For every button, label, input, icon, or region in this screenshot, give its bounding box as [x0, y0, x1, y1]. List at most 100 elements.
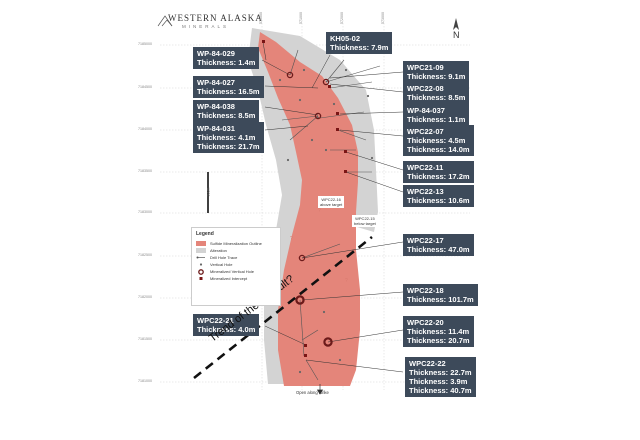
- legend-item-label: Drill Hole Trace: [210, 255, 238, 260]
- callout-hole-id: WPC22-13: [407, 187, 444, 196]
- callout-thickness: Thickness: 1.1m: [407, 115, 466, 124]
- legend-item-label: Sulfide Mineralization Outline: [210, 241, 262, 246]
- alteration-swatch-icon: [196, 248, 206, 253]
- northing-label: 7181000: [138, 379, 152, 383]
- legend-item: Vertical Hole: [196, 261, 280, 268]
- callout-hole-id: WPC22-18: [407, 286, 444, 295]
- legend-item-label: Mineralized Vertical Hole: [210, 269, 255, 274]
- callout-wpc22-18: WPC22-18 Thickness: 101.7m: [403, 284, 478, 306]
- callout-thickness: Thickness: 40.7m: [409, 386, 472, 395]
- legend-item: Alteration: [196, 247, 280, 254]
- callout-wp-84-037: WP-84-037 Thickness: 1.1m: [403, 104, 470, 126]
- easting-label: 570000: [259, 12, 263, 24]
- mineralized-vertical-hole-ring-icon: [196, 269, 206, 275]
- note-wpc22-15: WPC22-15 below target: [352, 215, 378, 227]
- callout-wpc22-11: WPC22-11 Thickness: 17.2m: [403, 161, 474, 183]
- callout-thickness: Thickness: 14.0m: [407, 145, 470, 154]
- legend-item: Mineralized Vertical Hole: [196, 268, 280, 275]
- callout-thickness: Thickness: 22.7m: [409, 368, 472, 377]
- north-label: N: [453, 30, 460, 40]
- callout-wpc22-07: WPC22-07 Thickness: 4.5m Thickness: 14.0…: [403, 125, 474, 156]
- legend-item: Mineralized Intercept: [196, 275, 280, 282]
- callout-hole-id: WP-84-029: [197, 49, 235, 58]
- callout-wpc21-09: WPC21-09 Thickness: 9.1m: [403, 61, 470, 83]
- svg-text:?: ?: [318, 208, 321, 214]
- callout-kh05-02: KH05-02 Thickness: 7.9m: [326, 32, 393, 54]
- mineralized-intercepts: [262, 40, 347, 357]
- legend-title: Legend: [196, 231, 214, 237]
- open-along-strike-label: Open along strike: [296, 390, 329, 395]
- callout-hole-id: WPC22-20: [407, 318, 444, 327]
- callout-hole-id: WPC22-21: [197, 316, 234, 325]
- callout-wp-84-038: WP-84-038 Thickness: 8.5m: [193, 100, 260, 122]
- uncertain-markers: ? ? ?: [290, 208, 348, 284]
- callout-wp-84-029: WP-84-029 Thickness: 1.4m: [193, 47, 260, 69]
- callout-thickness: Thickness: 8.5m: [407, 93, 466, 102]
- logo-mark: [157, 15, 173, 27]
- callout-wpc22-21: WPC22-21 Thickness: 4.0m: [193, 314, 260, 336]
- easting-label: 571000: [299, 12, 303, 24]
- callout-thickness: Thickness: 9.1m: [407, 72, 466, 81]
- legend: Legend Sulfide Mineralization Outline Al…: [191, 227, 281, 306]
- svg-text:?: ?: [290, 236, 293, 242]
- callout-thickness: Thickness: 4.0m: [197, 325, 256, 334]
- legend-item-label: Alteration: [210, 248, 227, 253]
- note-wpc22-16: WPC22-16 above target: [318, 196, 345, 208]
- callout-thickness: Thickness: 11.4m: [407, 327, 470, 336]
- legend-item: Sulfide Mineralization Outline: [196, 240, 280, 247]
- callout-thickness: Thickness: 4.5m: [407, 136, 466, 145]
- callout-thickness: Thickness: 20.7m: [407, 336, 470, 345]
- logo-title: WESTERN ALASKA: [168, 13, 263, 23]
- callout-hole-id: KH05-02: [330, 34, 361, 43]
- svg-text:?: ?: [345, 278, 348, 284]
- callout-hole-id: WP-84-037: [407, 106, 445, 115]
- legend-item-label: Mineralized Intercept: [210, 276, 248, 281]
- callout-wpc22-08: WPC22-08 Thickness: 8.5m: [403, 82, 470, 104]
- northing-label: 7184000: [138, 127, 152, 131]
- callout-thickness: Thickness: 17.2m: [407, 172, 470, 181]
- northing-label: 7183000: [138, 210, 152, 214]
- northing-label: 7184500: [138, 85, 152, 89]
- callout-leaders: [261, 41, 404, 373]
- legend-item-label: Vertical Hole: [210, 262, 233, 267]
- easting-label: 573000: [381, 12, 385, 24]
- callout-wp-84-031: WP-84-031 Thickness: 4.1m Thickness: 21.…: [193, 122, 264, 153]
- callout-hole-id: WP-84-038: [197, 102, 235, 111]
- callout-thickness: Thickness: 10.6m: [407, 196, 470, 205]
- callout-wpc22-20: WPC22-20 Thickness: 11.4m Thickness: 20.…: [403, 316, 474, 347]
- callout-hole-id: WPC22-17: [407, 236, 444, 245]
- legend-item: Drill Hole Trace: [196, 254, 280, 261]
- callout-wpc22-13: WPC22-13 Thickness: 10.6m: [403, 185, 474, 207]
- northing-label: 7181500: [138, 337, 152, 341]
- northing-label: 7185000: [138, 42, 152, 46]
- sulfide-swatch-icon: [196, 241, 206, 246]
- northing-label: 7182500: [138, 253, 152, 257]
- drill-hole-traces: [281, 49, 381, 381]
- callout-thickness: Thickness: 101.7m: [407, 295, 474, 304]
- callout-wp-84-027: WP-84-027 Thickness: 16.5m: [193, 76, 264, 98]
- north-arrow-icon: [453, 18, 459, 30]
- callout-hole-id: WPC21-09: [407, 63, 444, 72]
- callout-thickness: Thickness: 16.5m: [197, 87, 260, 96]
- callout-hole-id: WP-84-027: [197, 78, 235, 87]
- callout-thickness: Thickness: 8.5m: [197, 111, 256, 120]
- mineralized-vertical-holes: [286, 71, 333, 347]
- fault-trend-line: [193, 235, 373, 380]
- callout-wpc22-17: WPC22-17 Thickness: 47.0m: [403, 234, 474, 256]
- open-along-strike-arrow: [316, 384, 324, 395]
- easting-label: 572000: [340, 12, 344, 24]
- logo-subtitle: MINERALS: [182, 24, 230, 29]
- callout-hole-id: WP-84-031: [197, 124, 235, 133]
- scale-label: 500m: [206, 187, 211, 197]
- callout-thickness: Thickness: 21.7m: [197, 142, 260, 151]
- callout-wpc22-22: WPC22-22 Thickness: 22.7m Thickness: 3.9…: [405, 357, 476, 397]
- vertical-hole-dot-icon: [196, 262, 206, 267]
- callout-thickness: Thickness: 1.4m: [197, 58, 256, 67]
- callout-thickness: Thickness: 7.9m: [330, 43, 389, 52]
- callout-thickness: Thickness: 4.1m: [197, 133, 256, 142]
- callout-hole-id: WPC22-22: [409, 359, 446, 368]
- company-logo: WESTERN ALASKA MINERALS: [168, 13, 263, 29]
- callout-hole-id: WPC22-07: [407, 127, 444, 136]
- callout-thickness: Thickness: 3.9m: [409, 377, 468, 386]
- callout-hole-id: WPC22-11: [407, 163, 444, 172]
